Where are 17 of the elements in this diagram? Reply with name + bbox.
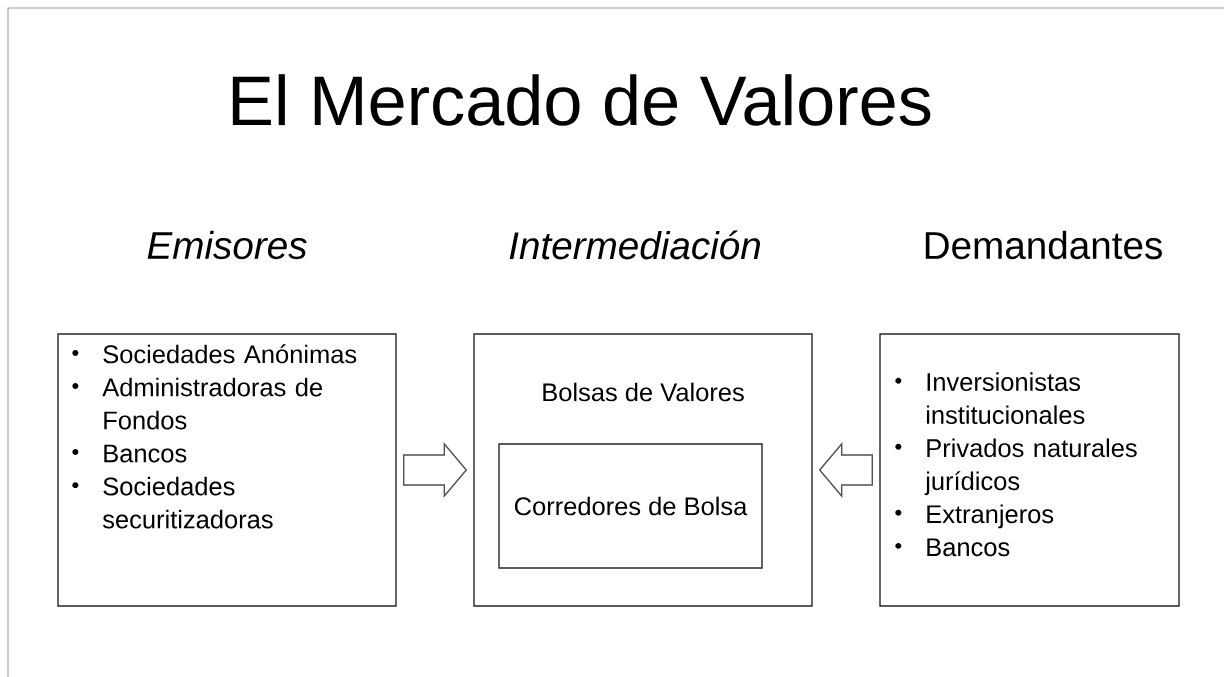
- box-label: Corredores de Bolsa: [514, 496, 748, 516]
- title: El Mercado de Valores: [232, 74, 931, 126]
- bullet-item: Sociedades securitizadoras: [72, 476, 273, 529]
- process-box: [498, 443, 763, 569]
- column-heading: Emisores: [147, 230, 307, 260]
- bullet-item: Administradoras de Fondos: [72, 377, 322, 430]
- block-arrow: [818, 442, 873, 498]
- column-heading: Demandantes: [925, 230, 1162, 260]
- block-arrow: [403, 442, 468, 498]
- bullet-item: Privados naturales jurídicos: [895, 438, 1137, 496]
- bullet-item: Extranjeros: [895, 504, 1054, 529]
- bullet-item: Bancos: [895, 538, 1010, 557]
- bullet-item: Inversionistas institucionales: [895, 372, 1085, 425]
- bullet-item: Bancos: [72, 444, 187, 463]
- box-label: Bolsas de Valores: [543, 382, 744, 402]
- column-heading: Intermediación: [509, 230, 760, 260]
- bullet-item: Sociedades Anónimas: [72, 344, 357, 364]
